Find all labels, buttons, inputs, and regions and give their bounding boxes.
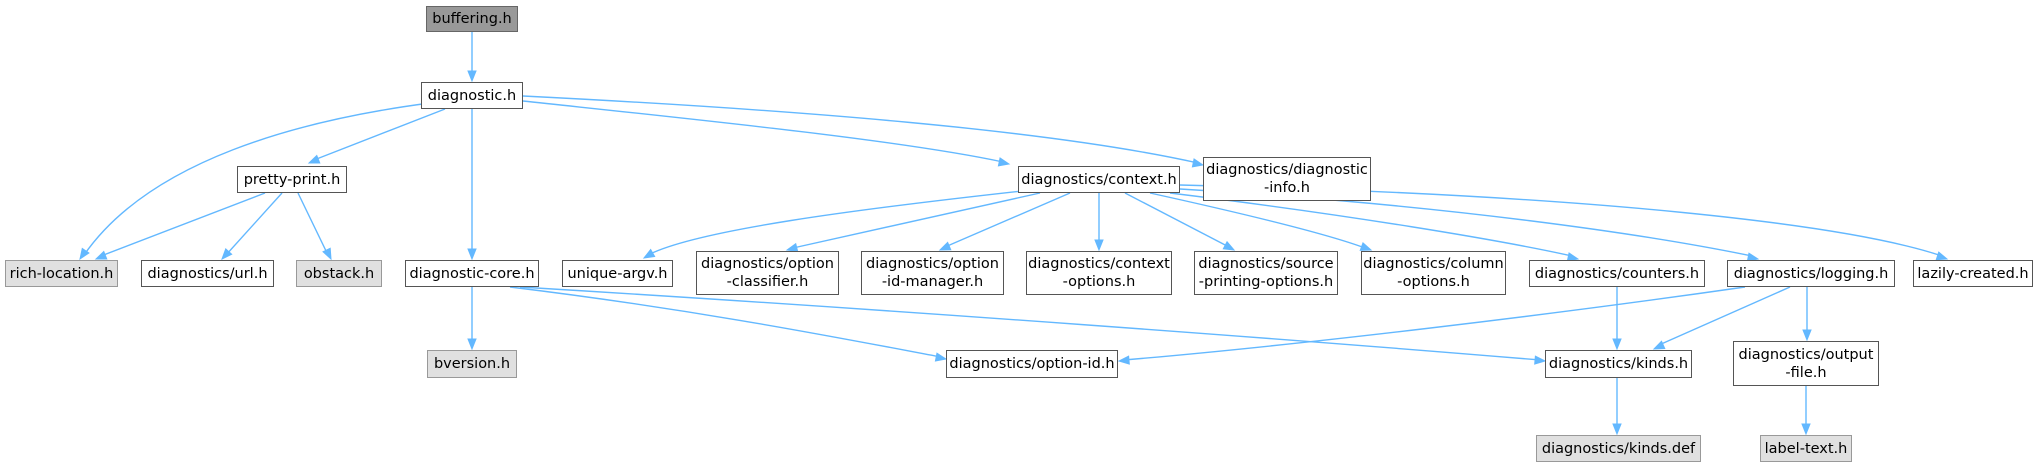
edge-context-to-unique-argv-arrowhead [642,248,656,259]
node-diagnostic-h[interactable]: diagnostic.h [421,82,523,109]
edge-pretty-print-to-url [225,192,283,256]
edge-logging-to-kinds [1658,286,1791,346]
edge-context-to-source-printing-arrowhead [1222,240,1236,251]
node-diagnostics-context-options-h[interactable]: diagnostics/context -options.h [1026,251,1172,295]
node-buffering-h[interactable]: buffering.h [426,6,518,32]
node-bversion-h[interactable]: bversion.h [427,350,517,378]
edge-pretty-print-to-obstack [297,192,329,256]
node-rich-location-h[interactable]: rich-location.h [5,260,118,287]
edge-context-to-column-options [1149,192,1366,249]
edge-diagnostic-to-context [522,100,1004,163]
edge-context-to-option-classifier [792,192,1041,249]
edge-output-file-to-label-text-arrowhead [1801,423,1811,436]
edge-context-to-source-printing [1124,192,1230,248]
edge-logging-to-option-id [1123,286,1746,361]
edge-diagnostic-to-pretty-print-arrowhead [307,154,321,164]
node-diagnostic-core-h[interactable]: diagnostic-core.h [405,260,539,287]
node-diagnostics-logging-h[interactable]: diagnostics/logging.h [1727,260,1895,287]
edge-pretty-print-to-obstack-arrowhead [322,247,332,261]
node-unique-argv-h[interactable]: unique-argv.h [562,260,673,287]
node-diagnostics-context-h[interactable]: diagnostics/context.h [1018,166,1180,193]
edge-pretty-print-to-rich-location [100,192,266,257]
node-diagnostics-option-classifier-h[interactable]: diagnostics/option -classifier.h [696,251,839,295]
edge-diagnostic-core-to-bversion-arrowhead [467,338,477,351]
edge-diagnostic-core-to-kinds [519,286,1541,361]
node-diagnostics-column-options-h[interactable]: diagnostics/column -options.h [1361,251,1506,295]
edge-counters-to-kinds-arrowhead [1612,338,1622,351]
edge-context-to-counters-arrowhead [1566,252,1580,262]
edge-logging-to-option-id-arrowhead [1117,355,1130,365]
edge-diagnostic-to-diagnostic-core-arrowhead [467,248,477,261]
node-diagnostics-kinds-def[interactable]: diagnostics/kinds.def [1536,435,1701,462]
edge-pretty-print-to-rich-location-arrowhead [94,250,108,260]
edge-diagnostic-core-to-option-id-arrowhead [934,352,948,362]
node-pretty-print-h[interactable]: pretty-print.h [237,166,347,193]
node-diagnostics-source-printing-options-h[interactable]: diagnostics/source -printing-options.h [1194,251,1338,295]
edge-diagnostic-to-diagnostic-info [522,95,1199,164]
node-diagnostics-output-file-h[interactable]: diagnostics/output -file.h [1733,341,1879,386]
edge-diagnostic-to-rich-location-arrowhead [79,247,90,261]
node-lazily-created-h[interactable]: lazily-created.h [1913,260,2033,287]
node-diagnostics-counters-h[interactable]: diagnostics/counters.h [1529,260,1705,287]
node-diagnostics-kinds-h[interactable]: diagnostics/kinds.h [1545,350,1692,378]
edge-logging-to-output-file-arrowhead [1802,329,1812,342]
edge-buffering-to-diagnostic-arrowhead [467,70,477,83]
edge-context-to-option-id-manager [944,192,1071,248]
edge-context-to-column-options-arrowhead [1359,241,1373,251]
edge-context-to-lazily-created-arrowhead [1935,251,1949,261]
node-obstack-h[interactable]: obstack.h [296,260,382,287]
node-diagnostics-option-id-manager-h[interactable]: diagnostics/option -id-manager.h [861,251,1004,295]
node-diagnostics-option-id-h[interactable]: diagnostics/option-id.h [946,350,1118,378]
edge-kinds-to-kinds-def-arrowhead [1612,423,1622,436]
edge-pretty-print-to-url-arrowhead [221,248,233,261]
edge-logging-to-kinds-arrowhead [1652,340,1666,350]
edge-context-to-counters [1169,192,1573,257]
edge-context-to-option-id-manager-arrowhead [938,241,952,251]
edge-context-to-unique-argv [649,190,1023,255]
node-diagnostics-diagnostic-info-h[interactable]: diagnostics/diagnostic -info.h [1203,157,1371,201]
edge-diagnostic-core-to-option-id [509,286,942,358]
edge-diagnostic-to-pretty-print [313,108,446,161]
edge-diagnostic-to-diagnostic-info-arrowhead [1191,158,1205,168]
edge-context-to-option-classifier-arrowhead [785,242,799,253]
node-diagnostics-url-h[interactable]: diagnostics/url.h [141,260,274,287]
edge-diagnostic-to-context-arrowhead [997,157,1011,167]
edge-diagnostic-core-to-kinds-arrowhead [1534,355,1547,365]
edge-context-to-context-options-arrowhead [1094,239,1104,252]
node-label-text-h[interactable]: label-text.h [1760,435,1852,462]
edge-diagnostic-to-rich-location [83,102,431,256]
